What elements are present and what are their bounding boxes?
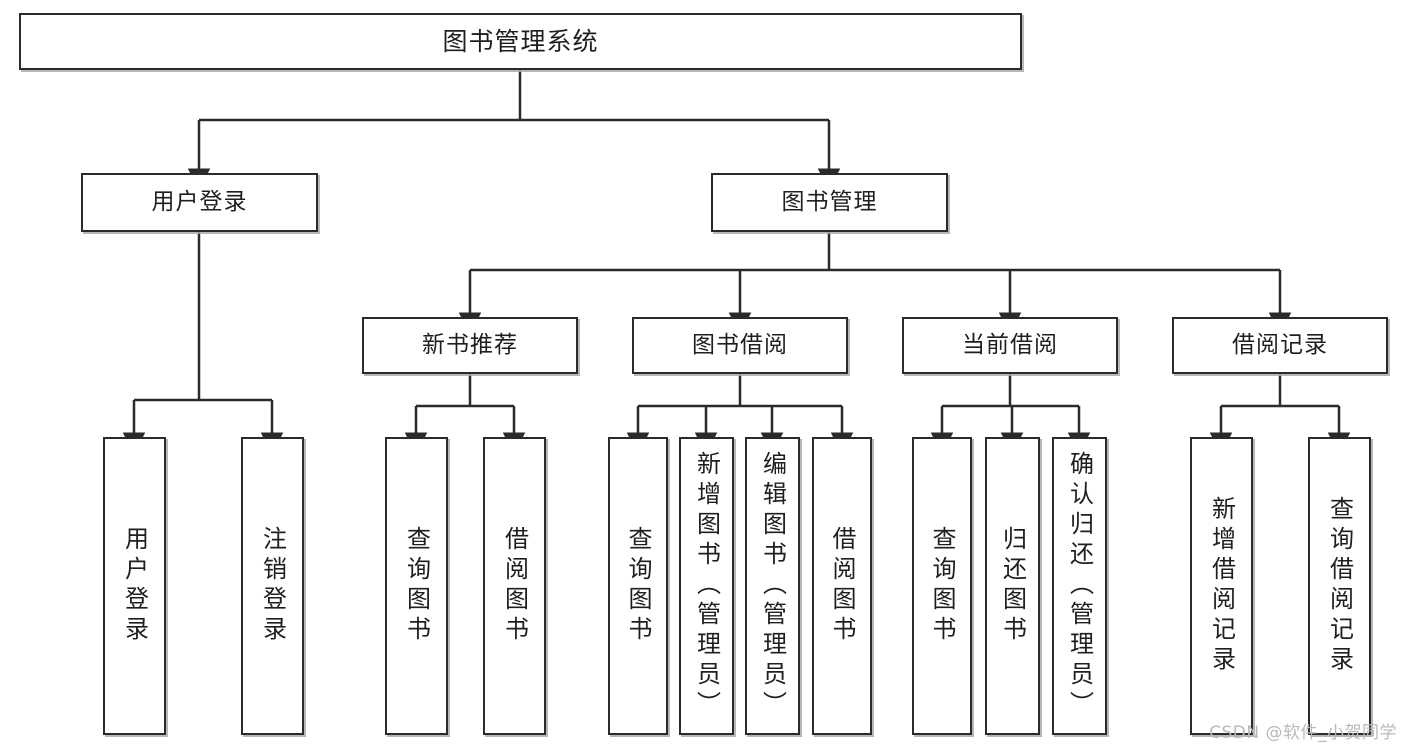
node-label: 注销登录 [258,526,287,646]
node-label: 图书管理 [781,188,878,215]
node-label: 借阅记录 [1232,331,1328,358]
node-label: 借阅图书 [828,526,856,646]
node-label: 查询图书 [624,526,652,646]
node-label: 用户登录 [151,188,248,215]
node-label: 图书管理系统 [442,26,599,56]
node-leaf-brw-borrow[interactable]: 借阅图书 [812,437,872,735]
node-label: 新增借阅记录 [1207,496,1236,676]
node-current-borrow[interactable]: 当前借阅 [902,317,1118,374]
node-leaf-brw-edit[interactable]: 编辑图书（管理员） [745,437,800,735]
node-leaf-user-logout[interactable]: 注销登录 [241,437,304,735]
node-book-manage[interactable]: 图书管理 [711,173,948,232]
node-label: 归还图书 [998,526,1027,646]
node-label: 确认归还（管理员） [1065,451,1094,721]
node-root[interactable]: 图书管理系统 [19,13,1022,70]
node-leaf-rcd-add[interactable]: 新增借阅记录 [1190,437,1253,735]
watermark: CSDN @软件_小贺同学 [1209,723,1397,743]
node-label: 借阅图书 [500,526,529,646]
node-leaf-cur-query[interactable]: 查询图书 [912,437,972,735]
node-leaf-rcd-query[interactable]: 查询借阅记录 [1308,437,1371,735]
node-leaf-cur-return[interactable]: 归还图书 [985,437,1040,735]
node-user-login[interactable]: 用户登录 [81,173,318,232]
node-label: 图书借阅 [692,331,788,358]
node-leaf-rec-borrow[interactable]: 借阅图书 [483,437,546,735]
node-leaf-user-login[interactable]: 用户登录 [103,437,166,735]
node-label: 查询图书 [402,526,431,646]
node-leaf-brw-add[interactable]: 新增图书（管理员） [679,437,734,735]
node-label: 当前借阅 [962,331,1058,358]
node-book-borrow[interactable]: 图书借阅 [632,317,848,374]
node-label: 查询图书 [928,526,956,646]
node-label: 查询借阅记录 [1325,496,1354,676]
node-leaf-brw-query[interactable]: 查询图书 [608,437,668,735]
node-borrow-record[interactable]: 借阅记录 [1172,317,1388,374]
node-leaf-cur-confirm[interactable]: 确认归还（管理员） [1052,437,1107,735]
node-new-book-rec[interactable]: 新书推荐 [362,317,578,374]
node-label: 编辑图书（管理员） [758,451,787,721]
node-leaf-rec-query[interactable]: 查询图书 [385,437,448,735]
node-label: 新增图书（管理员） [692,451,721,721]
node-label: 用户登录 [120,526,149,646]
node-label: 新书推荐 [422,331,518,358]
